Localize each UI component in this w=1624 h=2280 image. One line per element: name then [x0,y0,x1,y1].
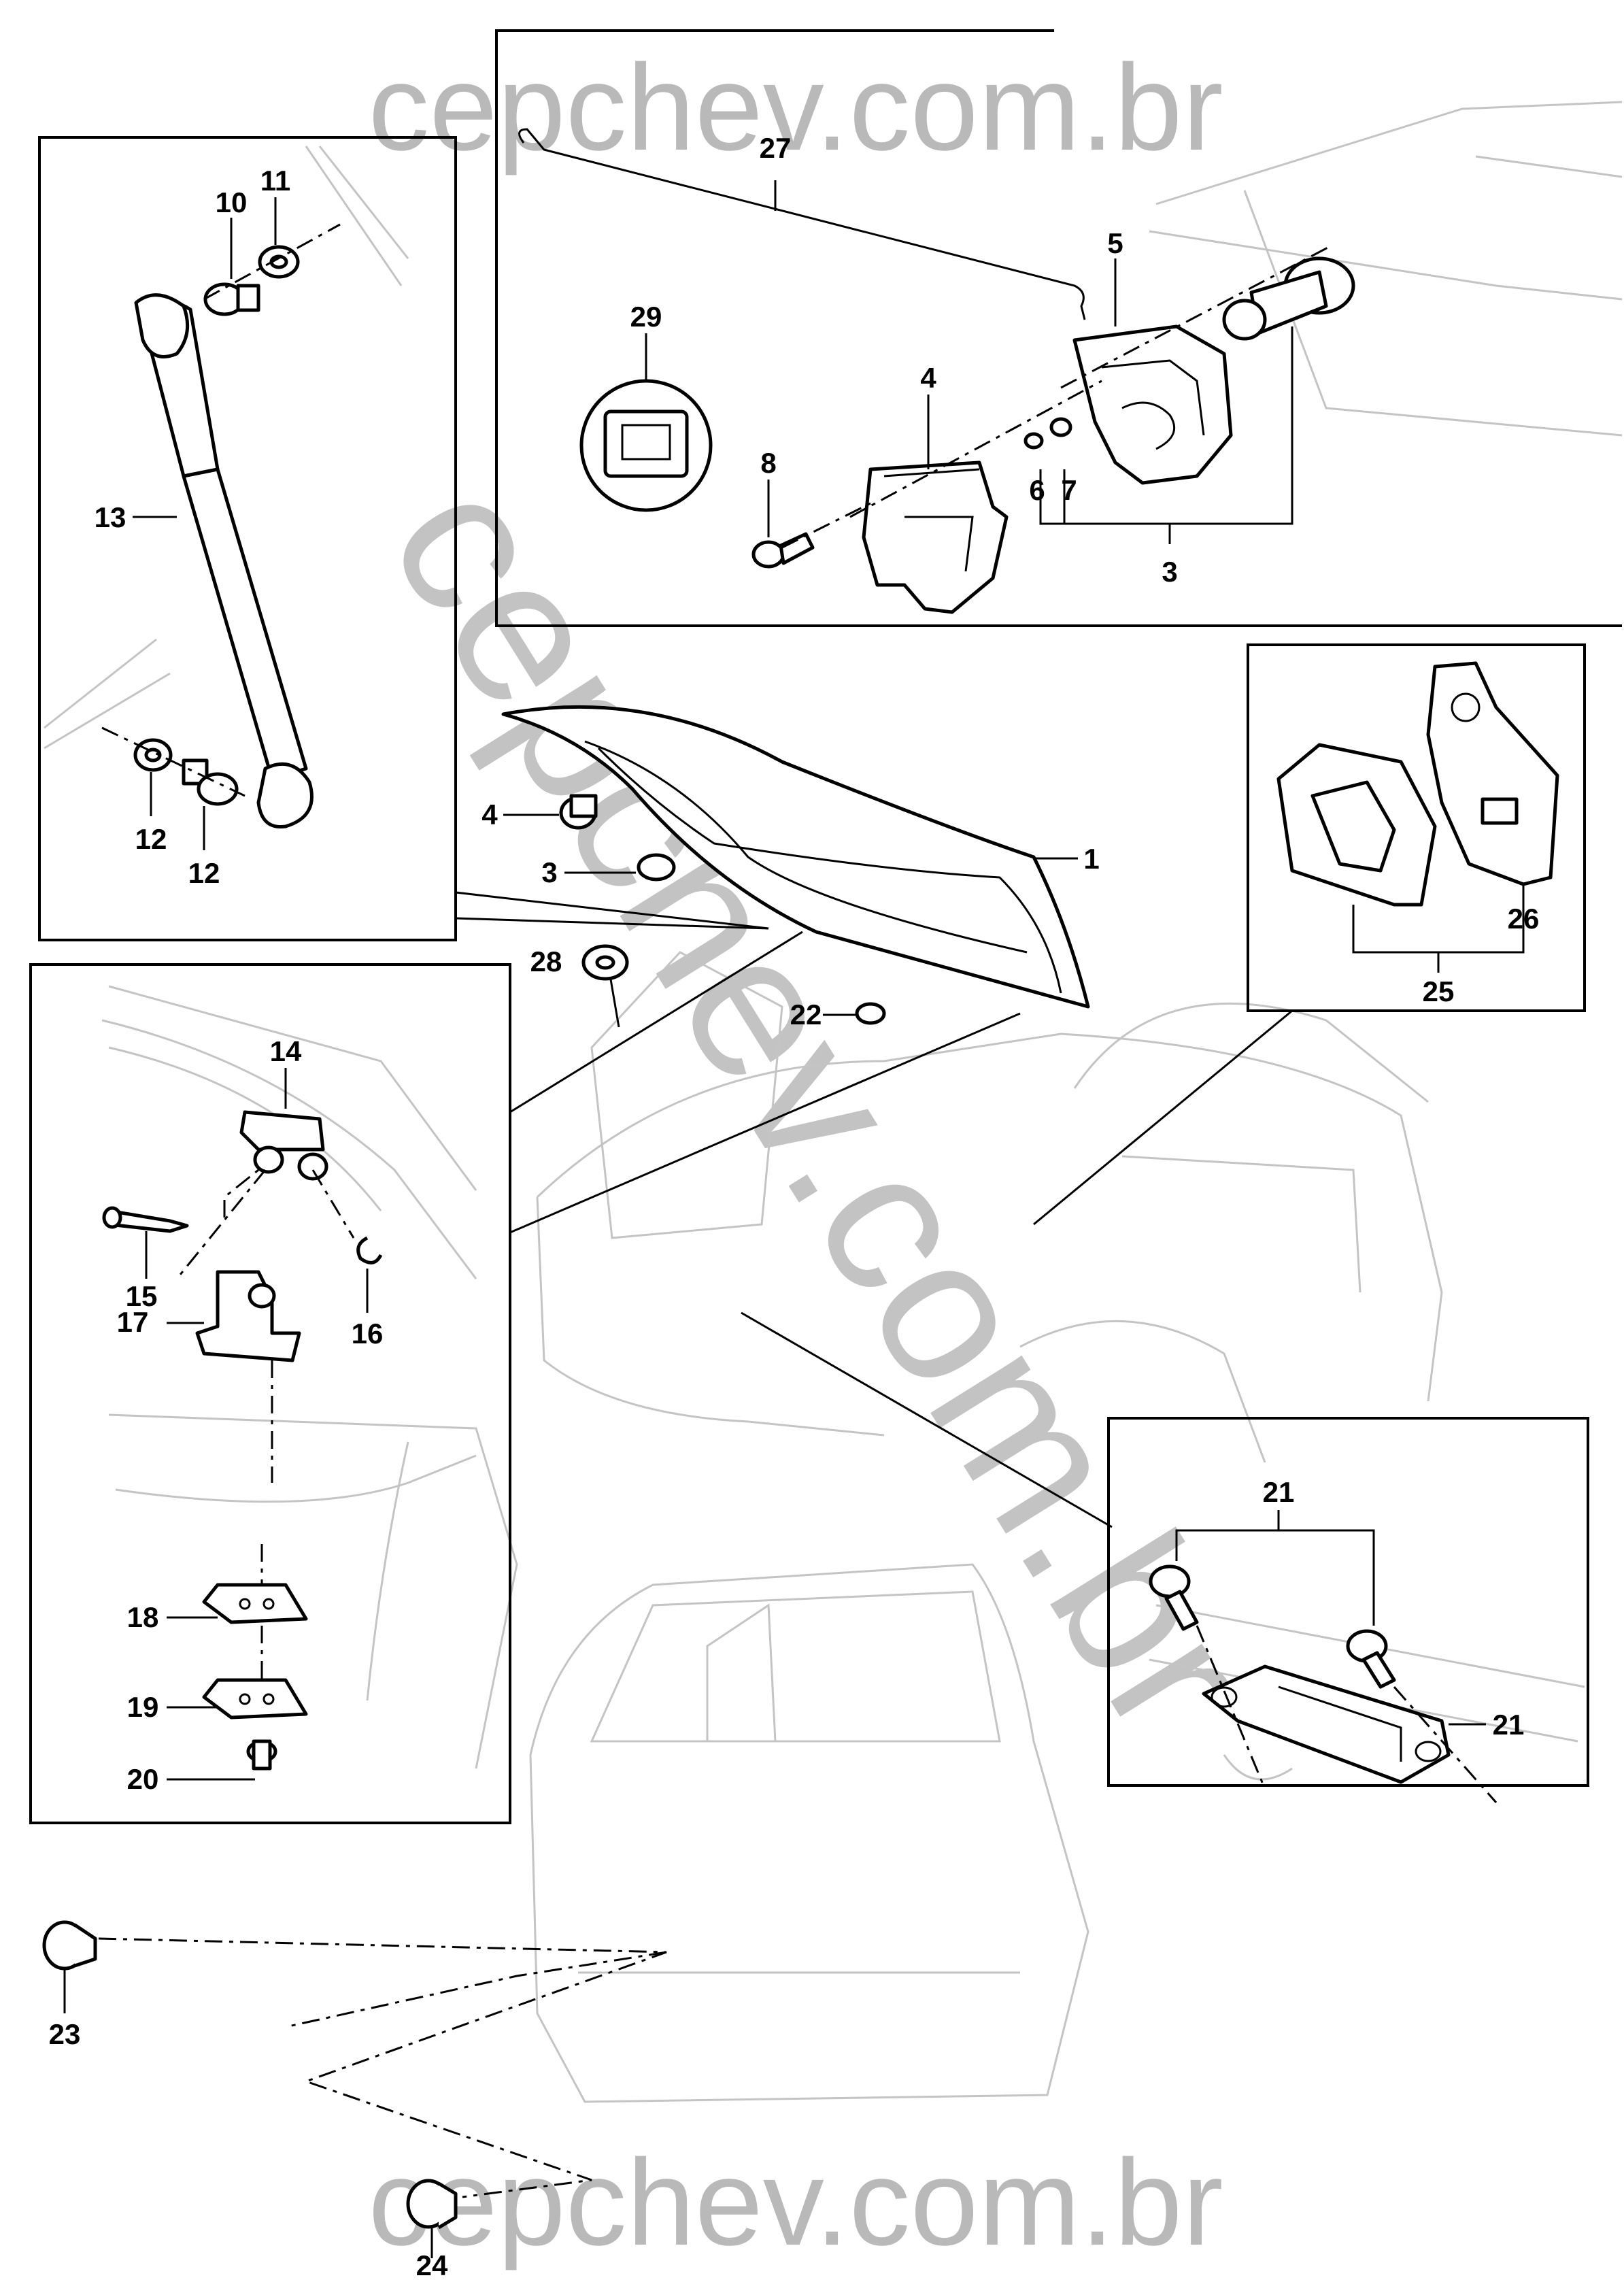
callout-20: 20 [127,1763,159,1795]
callout-12-bottom: 12 [135,823,167,855]
callout-16: 16 [352,1318,384,1349]
hinge-upper-14 [239,1110,328,1181]
watermark-bottom: cepchev.com.br [368,2134,1223,2271]
callout-22: 21 [1263,1476,1295,1508]
screw-8 [1024,432,1044,450]
callout-12-top: 11 [260,165,290,197]
shim-19 [202,1678,308,1720]
clip-16 [356,1236,383,1264]
bump-stop-4 [559,794,598,830]
box-lock-striker [1107,1417,1589,1787]
callout-9: 7 [1061,474,1077,506]
watermark-top: cepchev.com.br [368,39,1223,176]
lock-cylinder [1222,256,1355,341]
callout-30: 29 [630,301,662,333]
screw-22-right [1346,1629,1396,1689]
tailgate-group: 3 4 4 3 28 22 1 [481,705,1100,1030]
washer-12-bottom [133,738,173,772]
latch-cover [862,460,1009,614]
callout-17: 17 [117,1306,149,1338]
detail-boxes [29,29,1622,1824]
grommet [579,379,713,512]
bump-stop-3 [637,853,676,882]
tailgate-panel [501,705,1090,1009]
callout-24: 23 [49,2018,81,2050]
plug-group: 23 24 [42,1920,667,2280]
hinge-group: 14 15 16 17 18 19 20 [101,1019,477,1795]
handle-bezel [1276,743,1437,907]
callout-23: 22 [790,999,822,1030]
callout-28: 27 [760,132,792,164]
callout-29: 28 [530,945,562,977]
callout-striker-21: 21 [1493,1709,1525,1741]
plug-24 [42,1920,97,1971]
plug-25 [406,2179,458,2230]
callout-6: 4 [920,362,936,394]
latch-assembly-group: 27 5 29 4 8 6 7 3 [518,101,1623,614]
box-gas-strut [38,136,457,941]
striker-group: 21 20 21 [1149,1476,1585,1803]
callout-tailgate-3: 3 [541,856,557,888]
callout-1: 1 [1083,843,1099,875]
screw-20 [246,1739,277,1771]
ball-stud-11-bottom [182,758,239,806]
gas-strut [134,293,314,829]
plug-29 [581,944,629,981]
hinge-pin-15 [102,1206,189,1233]
screw-22-left [1149,1564,1199,1631]
callout-7: 5 [1107,227,1123,259]
washer-12-top [258,245,300,279]
callout-11-top: 10 [216,186,248,218]
gas-strut-group: 10 11 13 12 12 [44,146,409,889]
box-latch-assembly [495,29,1622,627]
callout-11-bottom: 12 [188,857,220,889]
handle-group: 26 25 [1276,661,1559,1007]
hinge-lower-17 [195,1270,301,1362]
callout-18: 18 [127,1601,159,1633]
callout-19: 19 [127,1691,159,1723]
ball-stud-11-top [203,282,260,316]
callout-27: 26 [1508,903,1540,935]
callout-13: 13 [95,501,126,533]
screw-10 [751,532,815,569]
callout-8: 6 [1029,474,1045,506]
shim-18 [202,1583,308,1624]
callout-25: 24 [416,2249,448,2280]
latch-mechanism [1072,324,1233,485]
callout-10: 8 [760,447,776,479]
callout-26: 25 [1423,975,1455,1007]
release-rod [518,128,1086,320]
callout-14: 14 [270,1035,302,1067]
box-handle [1247,643,1586,1012]
washer-9 [1049,417,1072,437]
handle-lever [1426,661,1559,886]
bumper-23 [855,1002,886,1025]
box-hinge [29,963,511,1824]
striker-21 [1202,1664,1451,1784]
callout-5: 3 [1162,556,1177,588]
callout-15: 15 [126,1280,158,1312]
callout-tailgate-4: 4 [481,799,498,831]
